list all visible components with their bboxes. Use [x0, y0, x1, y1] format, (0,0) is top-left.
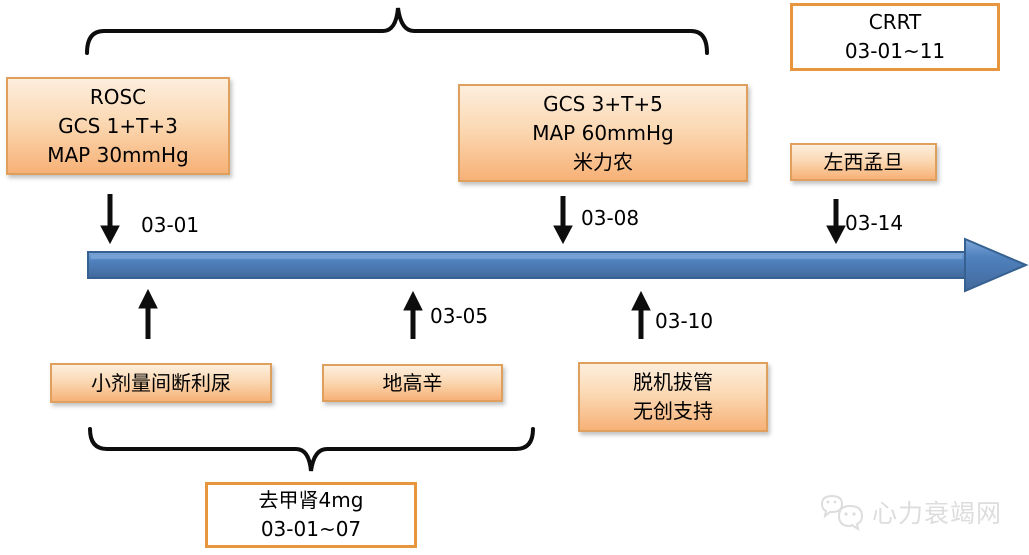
watermark-text: 心力衰竭网: [872, 499, 1003, 528]
crrt-box: CRRT 03-01~11: [790, 3, 1000, 71]
crrt-line-2: 03-01~11: [844, 39, 946, 63]
bottom-brace: [88, 427, 535, 472]
norepinephrine-line-1: 去甲肾4mg: [258, 488, 364, 512]
rosc-line-3: MAP 30mmHg: [47, 142, 189, 167]
rosc-line-1: ROSC: [89, 84, 147, 109]
date-label-03-05: 03-05: [430, 304, 489, 328]
date-label-03-08: 03-08: [581, 206, 640, 230]
date-label-03-14: 03-14: [845, 211, 904, 235]
rosc-line-2: GCS 1+T+3: [58, 113, 178, 138]
down-arrow-03-01: [100, 194, 120, 245]
diuresis-label: 小剂量间断利尿: [91, 370, 231, 395]
extubation-line-2: 无创支持: [633, 399, 713, 423]
date-label-03-01: 03-01: [141, 213, 200, 237]
top-brace: [85, 7, 709, 55]
gcs-recovery-box: GCS 3+T+5 MAP 60mmHg 米力农: [458, 84, 748, 182]
wechat-bubbles-icon: [820, 494, 864, 532]
timeline-axis-arrow: [87, 237, 1029, 293]
up-arrow-03-05: [403, 290, 423, 339]
digoxin-box: 地高辛: [322, 364, 503, 402]
levosimendan-label: 左西孟旦: [823, 149, 904, 174]
levosimendan-box: 左西孟旦: [790, 143, 937, 181]
watermark: 心力衰竭网: [818, 492, 1002, 532]
gcs-recovery-line-2: MAP 60mmHg: [532, 120, 674, 145]
crrt-line-1: CRRT: [868, 10, 922, 34]
gcs-recovery-line-1: GCS 3+T+5: [543, 91, 663, 116]
rosc-status-box: ROSC GCS 1+T+3 MAP 30mmHg: [6, 77, 230, 175]
gcs-recovery-line-3: 米力农: [573, 149, 633, 174]
up-arrow-diuresis: [138, 288, 158, 339]
up-arrow-03-10: [631, 290, 651, 339]
down-arrow-03-14: [826, 199, 846, 245]
down-arrow-03-08: [553, 196, 573, 245]
norepinephrine-box: 去甲肾4mg 03-01~07: [205, 482, 417, 548]
diuresis-box: 小剂量间断利尿: [50, 363, 272, 403]
norepinephrine-line-2: 03-01~07: [260, 517, 362, 541]
date-label-03-10: 03-10: [655, 309, 714, 333]
extubation-box: 脱机拔管 无创支持: [578, 362, 768, 432]
extubation-line-1: 脱机拔管: [633, 370, 713, 394]
digoxin-label: 地高辛: [382, 370, 443, 395]
